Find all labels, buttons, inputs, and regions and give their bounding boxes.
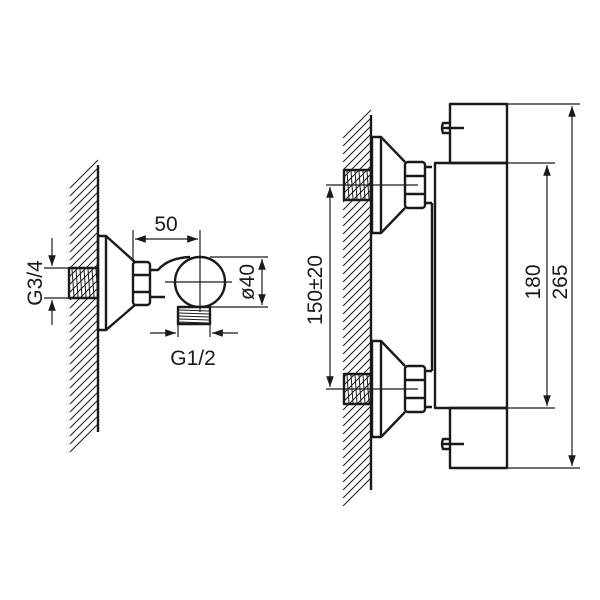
dim-265-label: 265 — [549, 264, 572, 299]
dim-150-label: 150±20 — [304, 255, 327, 325]
hatch-line — [69, 223, 99, 253]
dim-outlet-label: G1/2 — [170, 347, 216, 370]
hatch-line — [69, 239, 99, 269]
hatch-line — [342, 325, 372, 355]
hatch-line — [342, 237, 372, 267]
hatch-line — [342, 173, 372, 203]
hatch-line — [69, 415, 99, 445]
hatch-line — [69, 199, 99, 229]
hatch-line — [69, 359, 99, 389]
hatch-line — [342, 277, 372, 307]
hatch-line — [69, 183, 99, 213]
hatch-line — [342, 133, 372, 163]
left-nut — [131, 260, 152, 307]
hatch-line — [342, 445, 372, 475]
hatch-line — [342, 269, 372, 299]
left-view-wall-connector: 50 ø40 G1/2 G3/4 — [24, 159, 268, 453]
bottom-handle-cap — [448, 406, 509, 470]
hatch-line — [69, 215, 99, 245]
hatch-line — [342, 405, 372, 435]
hatch-line — [69, 311, 99, 341]
bottom-cap-knob — [440, 437, 464, 451]
hatch-line — [342, 117, 372, 147]
hatch-line — [342, 221, 372, 251]
outlet-thread-lines — [178, 309, 210, 324]
hatch-line — [69, 231, 99, 261]
hatch-line — [342, 189, 372, 219]
hatch-line — [69, 303, 99, 333]
hatch-line — [342, 109, 372, 139]
left-neck — [150, 255, 191, 299]
hatch-line — [342, 301, 372, 331]
hatch-line — [342, 341, 372, 371]
hatch-line — [342, 197, 372, 227]
top-cap-knob — [440, 121, 464, 135]
hatch-line — [342, 293, 372, 323]
hatch-line — [69, 375, 99, 405]
wall-thread-lines — [71, 268, 99, 298]
hatch-line — [342, 429, 372, 459]
left-escutcheon-cone — [105, 235, 136, 331]
hatch-line — [69, 351, 99, 381]
hatch-line — [69, 383, 99, 413]
hatch-line — [342, 469, 372, 499]
hatch-line — [342, 397, 372, 427]
hatch-line — [69, 327, 99, 357]
hatch-line — [342, 285, 372, 315]
dim-180-label: 180 — [522, 264, 545, 299]
dim-diameter-label: ø40 — [236, 264, 259, 300]
hatch-line — [69, 159, 99, 189]
hatch-line — [69, 423, 99, 453]
hatch-line — [69, 343, 99, 373]
hatch-line — [342, 141, 372, 171]
hatch-line — [342, 125, 372, 155]
hatch-line — [69, 399, 99, 429]
dim-wall-thread-label: G3/4 — [24, 260, 47, 306]
hatch-line — [69, 207, 99, 237]
hatch-line — [342, 333, 372, 363]
hatch-line — [69, 391, 99, 421]
hatch-line — [69, 367, 99, 397]
hatch-line — [69, 271, 99, 301]
hatch-line — [69, 175, 99, 205]
dim-50-label: 50 — [154, 213, 177, 236]
right-view-thermostatic-mixer: 180 265 150±20 — [304, 102, 580, 507]
hatch-line — [69, 407, 99, 437]
hatch-line — [342, 253, 372, 283]
top-handle-cap — [448, 102, 509, 165]
hatch-line — [342, 229, 372, 259]
hatch-line — [342, 477, 372, 507]
left-wall-hatch — [69, 159, 99, 453]
hatch-line — [342, 437, 372, 467]
hatch-line — [342, 373, 372, 403]
hatch-line — [69, 295, 99, 325]
hatch-line — [342, 453, 372, 483]
hatch-line — [342, 245, 372, 275]
hatch-line — [69, 191, 99, 221]
hatch-line — [69, 247, 99, 277]
hatch-line — [69, 167, 99, 197]
hatch-line — [342, 213, 372, 243]
hatch-line — [342, 261, 372, 291]
hatch-line — [342, 205, 372, 235]
wall-thread — [67, 266, 100, 300]
hatch-line — [342, 413, 372, 443]
hatch-line — [342, 461, 372, 491]
hatch-line — [69, 335, 99, 365]
hatch-line — [342, 317, 372, 347]
outlet-thread — [176, 305, 212, 326]
hatch-line — [342, 421, 372, 451]
hatch-line — [342, 309, 372, 339]
mixer-body — [433, 161, 509, 410]
hatch-line — [69, 319, 99, 349]
